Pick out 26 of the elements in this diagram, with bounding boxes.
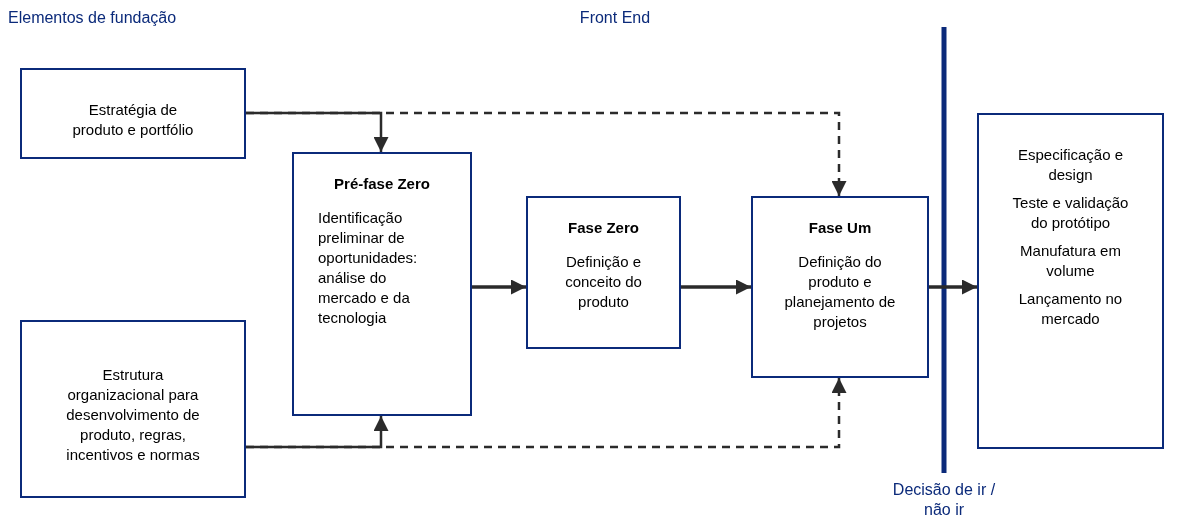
arrow	[246, 416, 389, 449]
process-box	[751, 196, 929, 378]
box-text: Definição e conceito do produto	[564, 252, 643, 312]
arrow	[246, 111, 389, 152]
box-text: Especificação e design	[1016, 145, 1125, 185]
box-text: Definição do produto e planejamento de projetos	[783, 252, 897, 332]
arrow	[681, 279, 751, 295]
box-heading: Fase Um	[808, 218, 872, 238]
box-heading: Fase Zero	[568, 218, 639, 238]
section-label: Elementos de fundação	[8, 8, 178, 28]
section-label: Decisão de ir / não ir	[891, 480, 997, 520]
arrow	[472, 279, 526, 295]
box-text: Estratégia de produto e portfólio	[71, 99, 195, 140]
box-heading: Pré-fase Zero	[334, 174, 430, 194]
box-text: Estrutura organizacional para desenvolvimento de produto, regras, incentivos e normas	[65, 365, 201, 465]
process-box	[977, 113, 1164, 449]
section-label: Front End	[578, 8, 652, 28]
process-box	[20, 68, 246, 159]
process-box	[292, 152, 472, 416]
arrow	[929, 279, 977, 295]
process-box	[526, 196, 681, 349]
box-text: Identificação preliminar de oportunidades: análise do mercado e da tecnologia	[318, 208, 419, 328]
box-text: Manufatura em volume	[1019, 241, 1122, 281]
box-text: Teste e validação do protótipo	[1011, 193, 1130, 233]
process-box	[20, 320, 246, 498]
box-text: Lançamento no mercado	[1017, 289, 1124, 329]
